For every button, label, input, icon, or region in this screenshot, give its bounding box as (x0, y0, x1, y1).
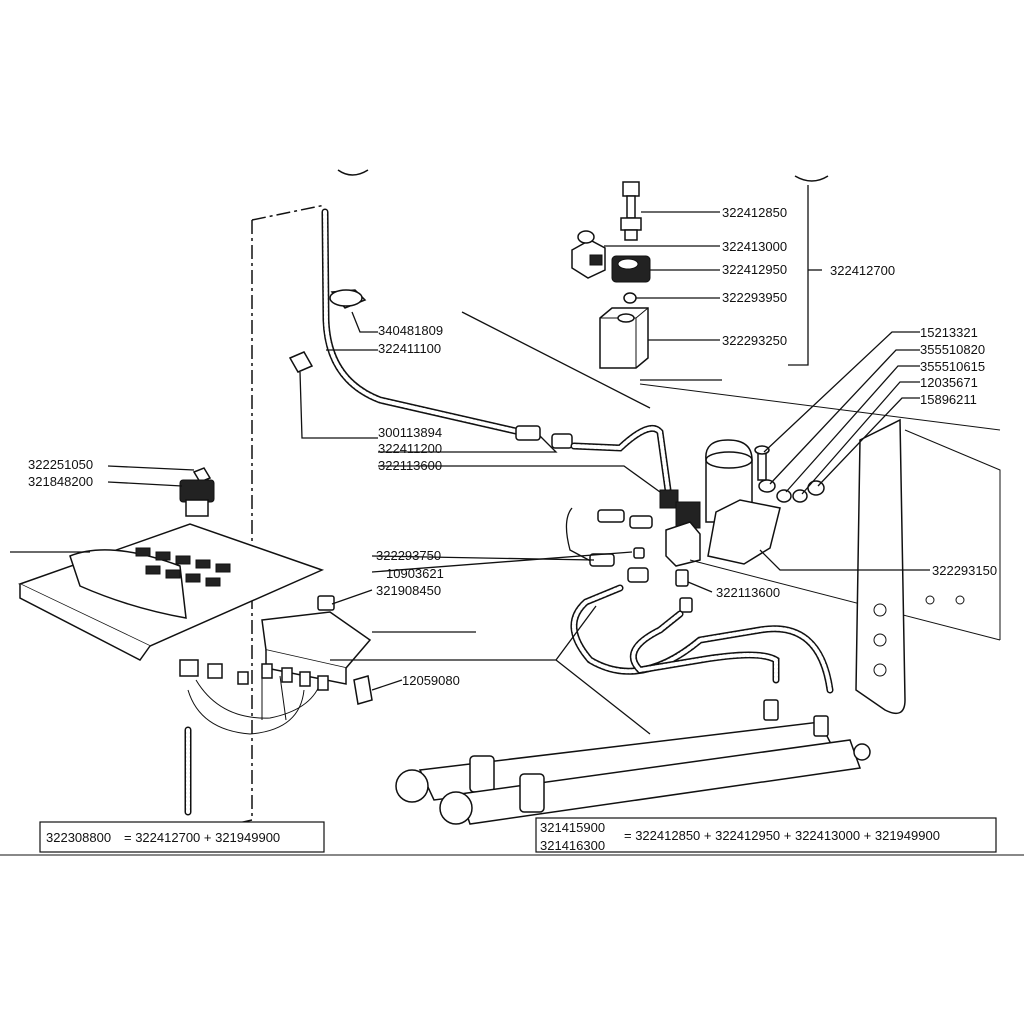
label-300113894: 300113894 (378, 425, 442, 440)
formula-right-expression: = 322412850 + 322412950 + 322413000 + 32… (624, 828, 940, 843)
o-ring (623, 292, 637, 304)
formula-right-code-1: 321415900 (540, 820, 605, 835)
clip-300113894 (288, 351, 314, 373)
fuse-box (261, 595, 372, 685)
label-321848200: 321848200 (28, 474, 93, 489)
hydraulic-cylinder-2 (439, 739, 871, 825)
label-322293950: 322293950 (722, 290, 787, 305)
dashboard-panel (18, 523, 325, 661)
leader-lines (10, 211, 930, 735)
rocker-switch (179, 467, 215, 517)
label-12035671: 12035671 (920, 375, 978, 390)
connector-plug (571, 230, 606, 279)
label-355510615: 355510615 (920, 359, 985, 374)
formula-right-code-2: 321416300 (540, 838, 605, 853)
label-321908450: 321908450 (376, 583, 441, 598)
cylinder-port-1 (763, 699, 779, 721)
section-mark-left (337, 169, 369, 176)
label-322411100: 322411100 (378, 341, 441, 356)
accumulator-tank (705, 439, 781, 565)
solenoid-coil (611, 255, 651, 283)
label-322413000: 322413000 (722, 239, 787, 254)
boundary-top (251, 204, 326, 221)
label-322113600-upper: 322113600 (378, 458, 442, 473)
label-10903621: 10903621 (386, 566, 444, 581)
label-15896211: 15896211 (920, 392, 977, 407)
label-322251050: 322251050 (28, 457, 93, 472)
valve-cartridge (620, 181, 642, 241)
label-15213321: 15213321 (920, 325, 978, 340)
part-number-labels: 322412850 322413000 322412950 322412700 … (28, 205, 997, 688)
label-322113600-lower: 322113600 (716, 585, 780, 600)
label-322293250: 322293250 (722, 333, 787, 348)
label-12059080: 12059080 (402, 673, 460, 688)
label-322412850: 322412850 (722, 205, 787, 220)
label-322293750: 322293750 (376, 548, 441, 563)
valve-body-block (599, 307, 649, 369)
label-322293150: 322293150 (932, 563, 997, 578)
formula-left-code: 322308800 (46, 830, 111, 845)
section-mark-right (794, 175, 829, 182)
label-322412950: 322412950 (722, 262, 787, 277)
cylinder-port-2 (813, 715, 829, 737)
formula-box-left: 322308800 = 322412700 + 321949900 (39, 821, 325, 853)
label-322412700: 322412700 (830, 263, 895, 278)
sensor-connector (515, 425, 672, 494)
bolt-and-nuts (754, 445, 825, 503)
label-340481809: 340481809 (378, 323, 443, 338)
group-bracket (788, 185, 809, 366)
formula-left-expression: = 322412700 + 321949900 (124, 830, 280, 845)
valve-assembly (565, 489, 701, 567)
hydraulic-hose-2 (629, 610, 780, 684)
label-322411200: 322411200 (378, 441, 442, 456)
formula-box-right: 321415900 321416300 = 322412850 + 322412… (535, 817, 997, 853)
cable-322411100 (321, 208, 524, 436)
wiring-harness (179, 659, 329, 735)
label-355510820: 355510820 (920, 342, 985, 357)
clip-12059080 (353, 675, 373, 705)
chassis-frame (639, 383, 1001, 715)
fittings (627, 547, 693, 613)
leader-line-a (461, 311, 651, 409)
